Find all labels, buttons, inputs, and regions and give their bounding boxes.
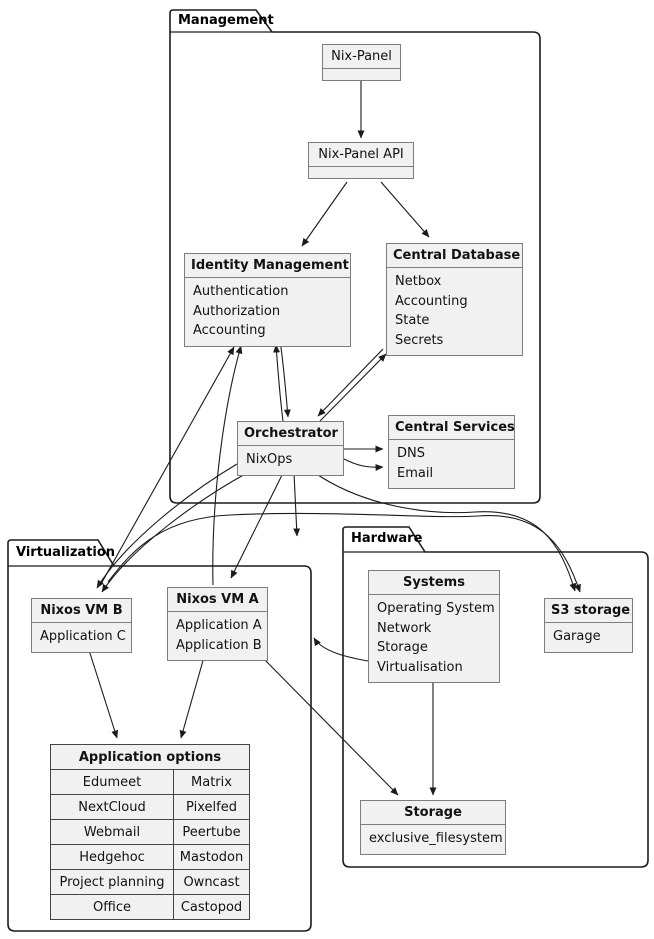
edge-api-im [301,181,348,247]
edge-orch-vma [230,472,284,579]
table-cell: Pixelfed [173,794,250,820]
table-cell: NextCloud [50,794,174,820]
edge-orch-cd [319,353,387,422]
node-item: DNS [397,446,425,461]
node-title: Nixos VM A [168,588,267,612]
table-row: NextCloud Pixelfed [50,794,250,820]
application-options-table: Application options Edumeet Matrix NextC… [50,744,250,920]
table-cell: Matrix [173,769,250,795]
node-item: Accounting [193,323,266,338]
node-body: Garage [545,623,632,652]
node-item: Secrets [395,332,444,348]
node-title: Systems [369,571,499,595]
node-item: Application A [176,618,262,633]
table-row: Webmail Peertube [50,819,250,845]
node-storage: Storage exclusive_filesystem [360,800,506,855]
node-item: exclusive_filesystem [369,831,503,846]
table-row: Office Castopod [50,894,250,920]
node-body: Application C [32,623,131,652]
node-body: NixOps [238,446,343,475]
node-title: Central Database [387,244,522,268]
node-item: Network [377,620,432,636]
edge-orch-im [273,344,284,422]
edge-orch-email [343,458,384,471]
node-item: NixOps [246,452,293,467]
node-nix-panel-api: Nix-Panel API [308,142,414,179]
node-nixos-vm-a: Nixos VM A Application A Application B [167,587,268,661]
node-body [323,69,400,80]
node-title: Storage [361,801,505,825]
table-cell: Hedgehoc [50,844,174,870]
edge-systems-virtualization [313,637,369,662]
node-body: Application A Application B [168,612,267,660]
table-title: Application options [50,744,250,770]
node-body: Authentication Authorization Accounting [185,278,350,346]
node-nixos-vm-b: Nixos VM B Application C [31,598,132,653]
package-label-virtualization: Virtualization [16,545,116,560]
node-systems: Systems Operating System Network Storage… [368,570,500,683]
table-cell: Project planning [50,869,174,895]
node-item: Virtualisation [377,659,463,675]
table-cell: Mastodon [173,844,250,870]
node-title: Nix-Panel [323,45,400,69]
node-item: Email [397,465,434,481]
node-item: Authorization [193,303,281,319]
node-body: Netbox Accounting State Secrets [387,268,522,355]
edge-vmb-im [100,346,235,585]
edge-vmb-s3 [107,512,581,593]
node-item: Application C [40,629,126,644]
table-cell: Webmail [50,819,174,845]
node-identity-management: Identity Management Authentication Autho… [184,253,351,347]
table-cell: Peertube [173,819,250,845]
table-cell: Castopod [173,894,250,920]
node-item: Application B [176,637,262,653]
edge-im-orch [279,339,291,418]
node-body: DNS Email [389,440,514,488]
table-cell: Owncast [173,869,250,895]
package-label-management: Management [178,13,274,28]
node-title: Nixos VM B [32,599,131,623]
edge-orch-vmb-2 [101,472,248,593]
edge-vma-im [212,345,243,586]
package-label-hardware: Hardware [351,531,423,546]
node-item: State [395,313,430,328]
edge-cd-orch [317,348,384,417]
table-cell: Office [50,894,174,920]
table-row: Project planning Owncast [50,869,250,895]
node-item: Garage [553,629,601,644]
node-s3-storage: S3 storage Garage [544,598,633,653]
node-title: Identity Management [185,254,350,278]
node-title: Nix-Panel API [309,143,413,167]
edge-orch-vmb [96,463,238,589]
node-central-database: Central Database Netbox Accounting State… [386,243,523,356]
node-item: Authentication [193,284,289,299]
node-item: Netbox [395,274,442,289]
node-nix-panel: Nix-Panel [322,44,401,81]
table-header-row: Application options [50,744,250,770]
node-item: Storage [377,640,428,655]
node-body [309,167,413,178]
node-orchestrator: Orchestrator NixOps [237,421,344,476]
node-body: Operating System Network Storage Virtual… [369,595,499,682]
node-body: exclusive_filesystem [361,825,505,854]
node-item: Accounting [395,293,468,309]
table-cell: Edumeet [50,769,174,795]
table-row: Hedgehoc Mastodon [50,844,250,870]
node-title: Central Services [389,416,515,440]
node-central-services: Central Services DNS Email [388,415,515,489]
table-row: Edumeet Matrix [50,769,250,795]
edge-orch-virtualization [293,472,301,537]
node-item: Operating System [377,601,495,616]
edge-vmb-appopts [87,646,119,739]
node-title: S3 storage [545,599,632,623]
package-management [169,9,541,504]
edge-orch-s3 [314,472,577,592]
edge-vma-appopts [179,656,205,739]
edge-vma-storage [262,657,399,796]
edge-api-cd [380,181,430,238]
node-title: Orchestrator [238,422,343,446]
